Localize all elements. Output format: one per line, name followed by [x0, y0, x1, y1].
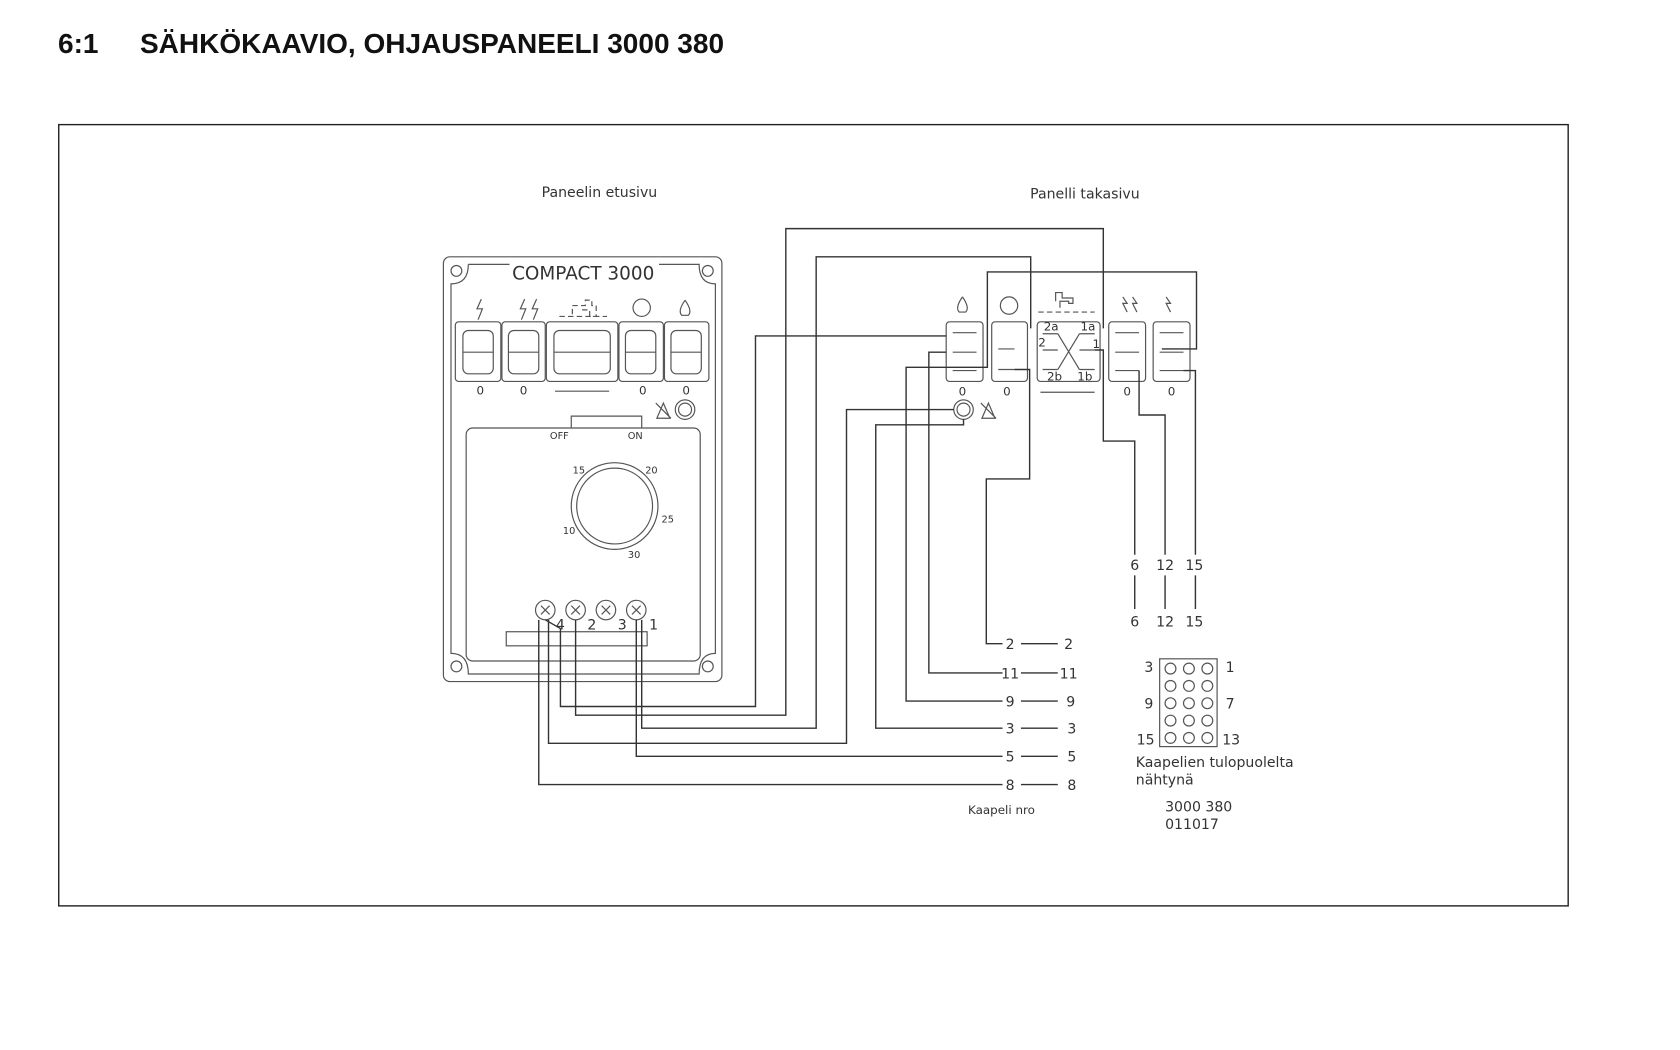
circle-lamp-icon	[632, 298, 651, 318]
connector-caption: Kaapelien tulopuolelta	[1136, 755, 1294, 771]
thermostat-dial[interactable]	[570, 462, 659, 550]
section-number: 6:1	[58, 28, 99, 59]
front-switch-row	[454, 321, 710, 383]
contact-label: 1	[1092, 337, 1100, 351]
zero-mark: 0	[476, 383, 484, 397]
wiring	[538, 227, 1198, 786]
front-caption: Paneelin etusivu	[542, 185, 658, 201]
cable-number: 6	[1130, 558, 1139, 574]
back-switch-power2	[1108, 321, 1147, 383]
cable-number: 15	[1185, 614, 1203, 630]
page-title: SÄHKÖKAAVIO, OHJAUSPANEELI 3000 380	[140, 28, 725, 59]
contact-label: 1a	[1081, 319, 1096, 333]
svg-text:2: 2	[1006, 637, 1015, 653]
dial-scale-label: 10	[563, 526, 575, 537]
svg-text:11: 11	[1001, 666, 1019, 682]
pin-label: 13	[1222, 732, 1240, 748]
back-panel: 2a 1a 2 1 2b 1b 0 0 0 0	[945, 291, 1191, 420]
mount-hole	[701, 660, 714, 673]
mount-hole	[701, 264, 714, 277]
pin-label: 3	[1144, 660, 1153, 676]
tap-icon	[1055, 291, 1074, 308]
drawing-date: 011017	[1165, 817, 1219, 833]
terminal-label: 3	[618, 618, 627, 634]
brand-label: COMPACT 3000	[512, 264, 654, 285]
svg-text:8: 8	[1067, 778, 1076, 794]
flame-icon	[679, 299, 691, 316]
terminal-label: 1	[649, 618, 658, 634]
alarm-icon	[655, 401, 672, 419]
contact-label: 2b	[1047, 369, 1062, 383]
pin-label: 15	[1137, 732, 1155, 748]
svg-text:5: 5	[1067, 750, 1076, 766]
svg-text:11: 11	[1060, 666, 1078, 682]
contact-label: 1b	[1077, 369, 1092, 383]
back-switch-changeover	[1036, 321, 1101, 383]
dial-scale-label: 15	[573, 466, 585, 477]
pin-label: 9	[1144, 697, 1153, 713]
zero-mark: 0	[682, 383, 690, 397]
front-panel: COMPACT 3000 0 0 0 0 OFF ON 15 20 25 10 …	[442, 256, 723, 683]
dial-scale-label: 20	[645, 466, 657, 477]
diagram-frame	[58, 123, 1569, 907]
mount-hole	[450, 660, 463, 673]
contact-label: 2a	[1044, 319, 1059, 333]
thermostat-on: ON	[628, 431, 643, 442]
pin-label: 1	[1226, 660, 1235, 676]
thermostat-plate	[465, 427, 701, 662]
dial-scale-label: 30	[628, 550, 640, 561]
lightning-icon	[1165, 296, 1172, 313]
back-caption: Panelli takasivu	[1030, 186, 1139, 202]
back-switch-power1	[1152, 321, 1191, 383]
dial-scale-label: 25	[661, 514, 673, 525]
cable-number: 12	[1156, 614, 1174, 630]
svg-text:3: 3	[1067, 722, 1076, 738]
tap-icon	[559, 299, 608, 318]
svg-text:8: 8	[1006, 778, 1015, 794]
connector-caption: nähtynä	[1136, 773, 1194, 789]
reset-button-icon	[674, 399, 696, 420]
zero-mark: 0	[520, 383, 528, 397]
double-lightning-icon	[519, 298, 539, 320]
cable-number-list: 2 11 9 3 5 8 2 11 9 3 5 8	[1001, 637, 1077, 794]
cable-number: 15	[1185, 558, 1203, 574]
svg-text:3: 3	[1006, 722, 1015, 738]
svg-text:9: 9	[1066, 695, 1075, 711]
zero-mark: 0	[1003, 385, 1011, 399]
svg-text:2: 2	[1064, 637, 1073, 653]
back-switch-lamp	[991, 321, 1029, 383]
thermostat-off: OFF	[550, 431, 569, 442]
cable-number: 6	[1130, 614, 1139, 630]
lightning-icon	[476, 298, 484, 320]
cable-connector	[1159, 658, 1218, 748]
alarm-icon	[980, 401, 997, 419]
double-lightning-icon	[1121, 296, 1139, 313]
mount-hole	[450, 264, 463, 277]
circle-lamp-icon	[999, 296, 1019, 315]
svg-text:9: 9	[1006, 695, 1015, 711]
zero-mark: 0	[1123, 385, 1131, 399]
pin-label: 7	[1226, 697, 1235, 713]
terminal-label: 2	[587, 618, 596, 634]
zero-mark: 0	[639, 383, 647, 397]
flame-icon	[957, 296, 968, 313]
svg-text:5: 5	[1006, 750, 1015, 766]
zero-mark: 0	[959, 385, 967, 399]
drawing-code: 3000 380	[1165, 800, 1232, 816]
contact-label: 2	[1038, 336, 1046, 350]
terminal-label: 4	[556, 618, 565, 634]
cable-number: 12	[1156, 558, 1174, 574]
zero-mark: 0	[1168, 385, 1176, 399]
cable-number-caption: Kaapeli nro	[968, 803, 1035, 817]
